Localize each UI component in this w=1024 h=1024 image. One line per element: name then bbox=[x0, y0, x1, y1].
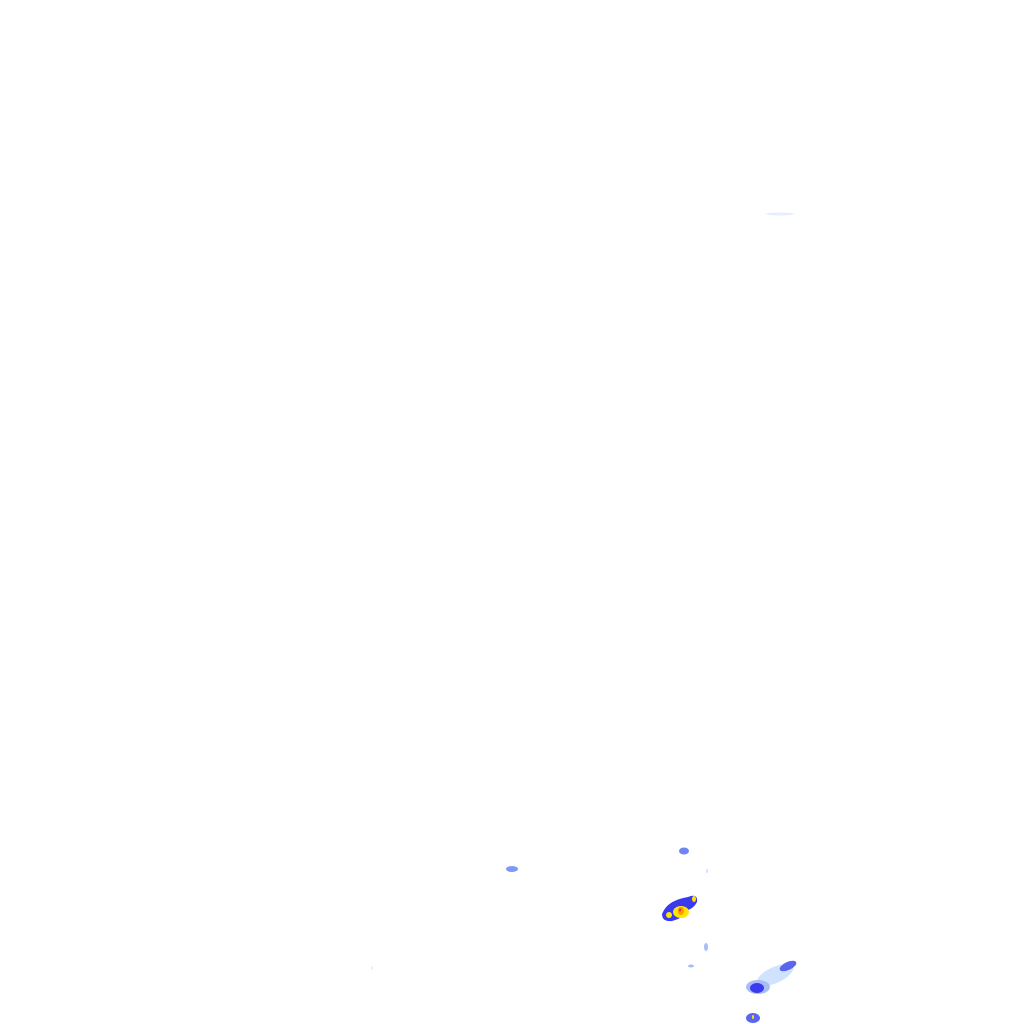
echo-small-west bbox=[506, 866, 518, 872]
echo-south-edge bbox=[746, 1013, 760, 1023]
echo-small-north bbox=[679, 847, 689, 855]
echo-faint-top bbox=[766, 212, 794, 216]
echo-storm-cell bbox=[662, 895, 698, 922]
echo-scattered-light bbox=[371, 869, 708, 970]
echo-southeast-band bbox=[746, 960, 797, 994]
